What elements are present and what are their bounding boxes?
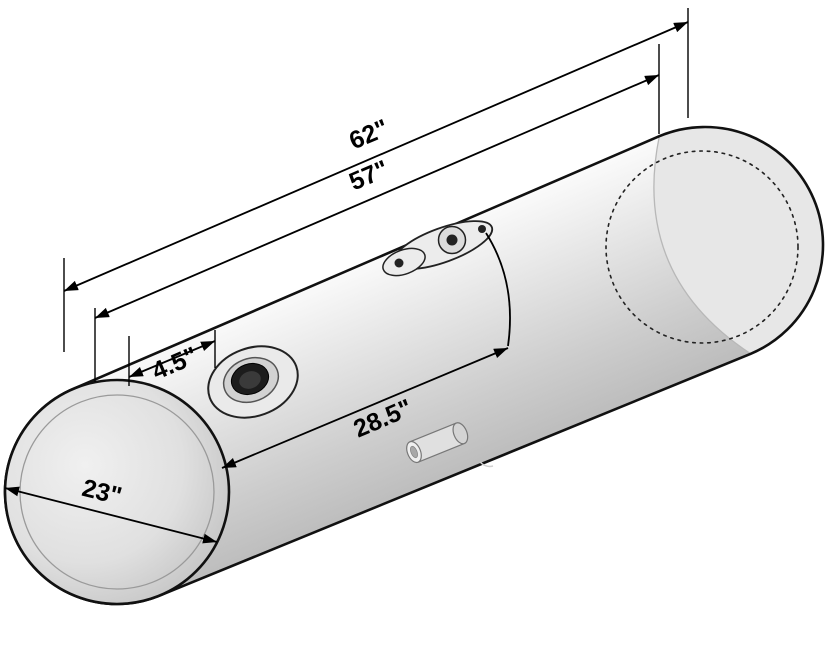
dim-line-28-5 (221, 347, 509, 469)
dim-line-23 (4, 486, 218, 544)
tank-shell (3, 125, 825, 606)
dim-label-57: 57" (345, 155, 392, 196)
dim-label-62: 62" (345, 114, 392, 155)
dim-line-4-5 (128, 340, 216, 378)
dim-line-57 (94, 74, 660, 319)
sender-bolt-hole-right (478, 225, 486, 233)
sender-boss-hole (446, 234, 458, 246)
tank-rear-cap (653, 126, 824, 354)
sender-bolt-hole-left (394, 258, 404, 268)
